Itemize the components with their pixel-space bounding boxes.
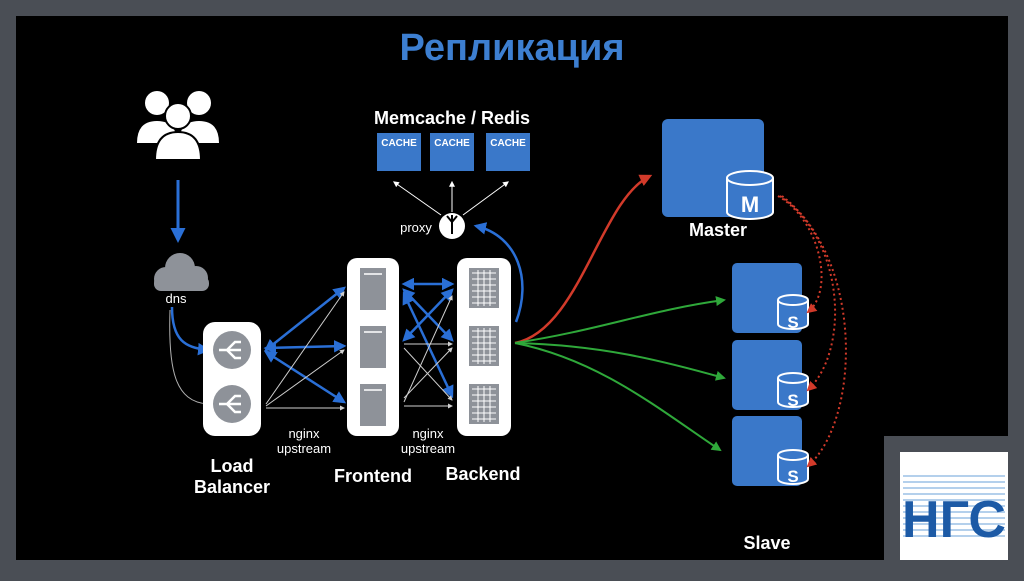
server-icon [469, 384, 499, 424]
cache-block: CACHE [430, 133, 474, 171]
slave-server: S [732, 263, 809, 333]
cache-block: CACHE [377, 133, 421, 171]
server-icon [360, 384, 386, 426]
memcache-label: Memcache / Redis [374, 108, 530, 128]
cache-label: CACHE [381, 138, 417, 149]
database-icon [777, 294, 809, 330]
backend-to-slave2-arrow [514, 342, 726, 381]
backend-label: Backend [445, 464, 520, 484]
slave-badge: S [787, 313, 798, 332]
slave-badge: S [787, 391, 798, 410]
cloud-icon [154, 253, 209, 291]
slave-label: Slave [743, 533, 790, 553]
server-icon [469, 326, 499, 366]
database-icon [777, 372, 809, 408]
server-icon [469, 268, 499, 308]
cache-label: CACHE [434, 138, 470, 149]
slave-badge: S [787, 467, 798, 486]
nginx-upstream-label-2: upstream [401, 441, 455, 456]
proxy-label: proxy [400, 220, 432, 235]
nginx-label-2: nginx [412, 426, 444, 441]
proxy-to-cache-arrow [393, 181, 442, 216]
backend-to-master-arrow [514, 174, 653, 345]
dns-to-lb2-arrow [169, 309, 209, 407]
dns-label: dns [166, 291, 187, 306]
slave-server: S [732, 340, 809, 410]
server-icon [360, 326, 386, 368]
dns-to-lb1-arrow [170, 306, 211, 356]
server-icon [360, 268, 386, 310]
nginx-upstream-label-1: upstream [277, 441, 331, 456]
backend-to-slave1-arrow [514, 296, 726, 344]
replication-arrows [777, 195, 847, 468]
ngs-logo: НГС [900, 452, 1008, 560]
database-icon [777, 449, 809, 485]
proxy-to-cache-arrow [462, 181, 509, 216]
logo-text: НГС [902, 491, 1006, 549]
load-balancer-label-1: Load [211, 456, 254, 476]
cache-block: CACHE [486, 133, 530, 171]
database-icon [726, 170, 774, 220]
frontend-label: Frontend [334, 466, 412, 486]
users-icon [137, 91, 219, 161]
slave-server: S [732, 416, 809, 486]
master-label: Master [689, 220, 747, 240]
master-badge: M [741, 192, 759, 217]
lb-frontend-links [263, 286, 347, 411]
page-title: Репликация [399, 27, 624, 69]
backend-to-proxy-arrow [473, 222, 524, 323]
load-balancer-icon [213, 331, 251, 369]
backend-to-slave3-arrow [514, 342, 722, 452]
cache-label: CACHE [490, 138, 526, 149]
load-balancer-icon [213, 385, 251, 423]
frontend-backend-links [401, 277, 455, 409]
nginx-label-1: nginx [288, 426, 320, 441]
proxy-icon [439, 213, 465, 239]
load-balancer-label-2: Balancer [194, 477, 270, 497]
